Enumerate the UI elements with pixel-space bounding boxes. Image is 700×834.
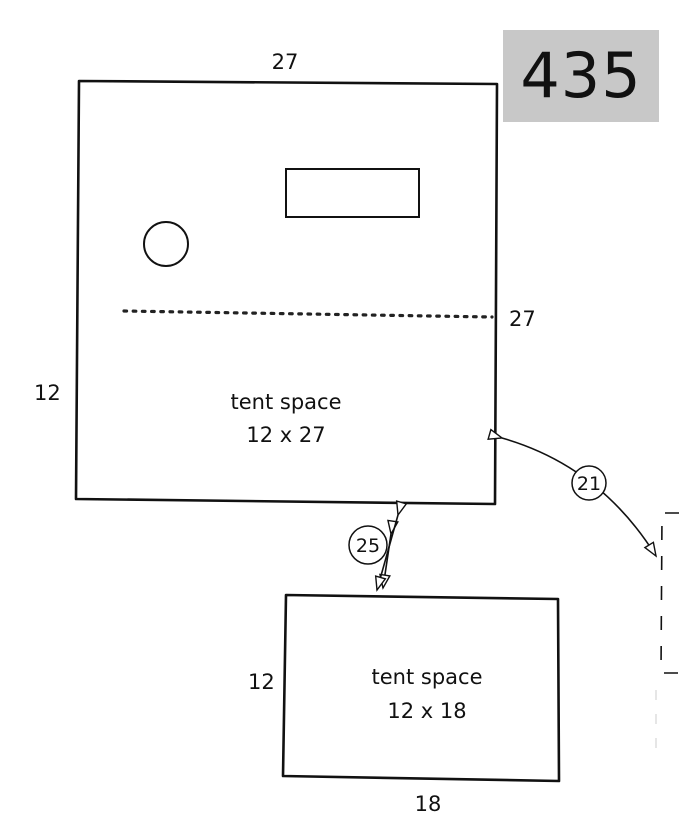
second-pad-bottom-dimension: 18 (414, 792, 442, 816)
pad-distance-value: 25 (355, 535, 381, 557)
pad-distance-circle (348, 525, 388, 565)
main-pad-label-line1: tent space (230, 390, 342, 414)
neighbor-distance-value: 21 (576, 473, 602, 495)
site-number: 435 (520, 39, 642, 112)
second-pad-left-dimension: 12 (248, 670, 275, 694)
second-pad-label-line1: tent space (371, 665, 483, 689)
pad-distance-arrow-shaft (377, 515, 398, 590)
fire-ring (143, 221, 189, 267)
picnic-table (285, 168, 420, 218)
second-tent-pad (281, 593, 561, 783)
neighbor-site-edge (660, 512, 679, 674)
second-pad-label-line2: 12 x 18 (387, 699, 467, 723)
tent-space-divider (122, 309, 494, 319)
main-pad-label-line2: 12 x 27 (246, 423, 326, 447)
main-pad-top-dimension: 27 (271, 50, 299, 74)
main-pad-left-dimension: 12 (34, 381, 61, 405)
site-number-badge: 435 (503, 30, 659, 122)
neighbor-distance-circle (571, 465, 607, 501)
main-pad-right-dimension: 27 (509, 307, 536, 331)
